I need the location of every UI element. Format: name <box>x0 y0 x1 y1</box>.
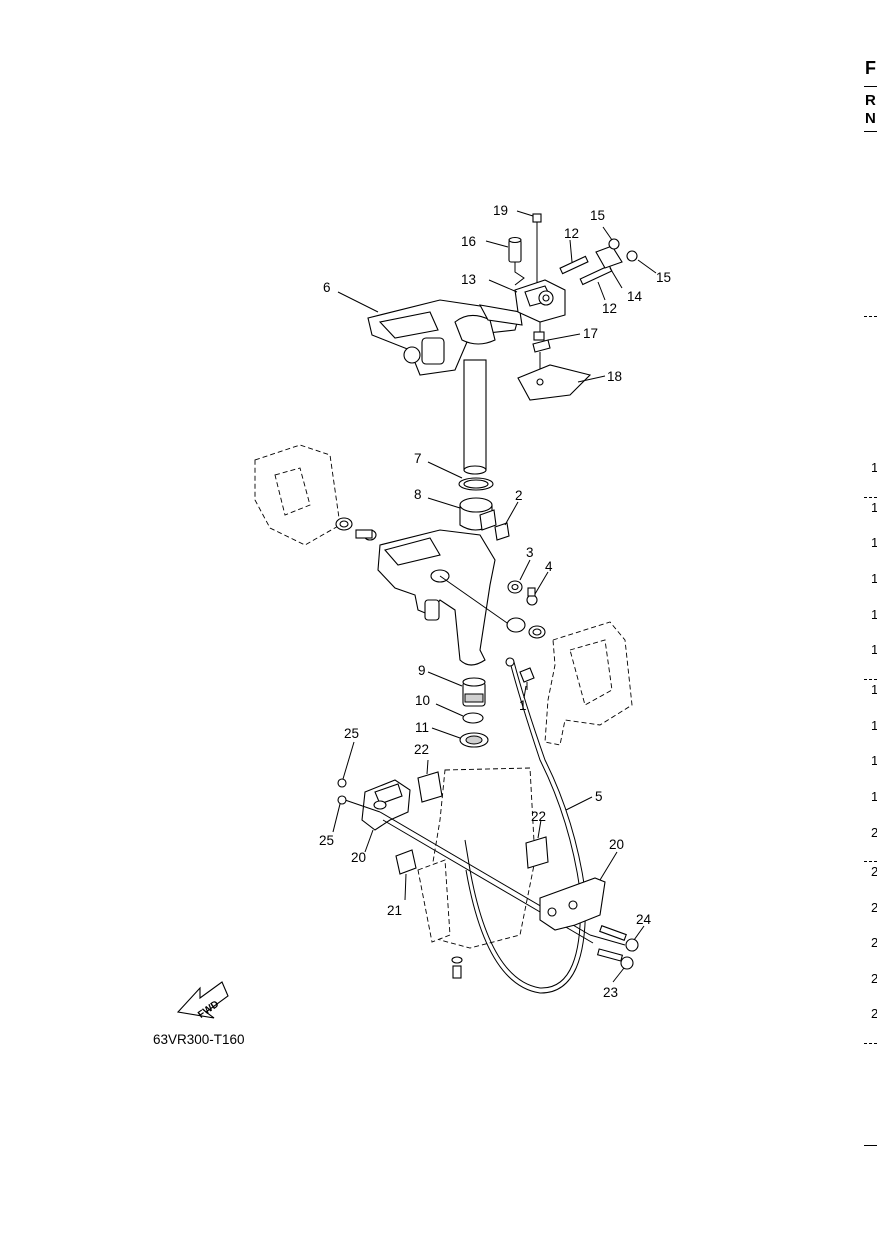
callout-15-right: 15 <box>656 270 671 285</box>
edge-rule-top <box>864 86 877 87</box>
figure-code: 63VR300-T160 <box>153 1032 245 1047</box>
edge-rule-dash-1 <box>864 316 877 317</box>
edge-digit: 1 <box>871 718 877 733</box>
callout-3: 3 <box>526 545 534 560</box>
edge-digit: 2 <box>871 1006 877 1021</box>
callout-20-right: 20 <box>609 837 624 852</box>
callout-4: 4 <box>545 559 553 574</box>
o-ring-10 <box>462 712 484 724</box>
callout-1: 1 <box>519 698 527 713</box>
edge-rule-bottom <box>864 1145 877 1146</box>
swivel-bracket <box>355 529 511 666</box>
bolt-16 <box>508 236 525 286</box>
edge-digit: 1 <box>871 753 877 768</box>
edge-digit: 1 <box>871 571 877 586</box>
edge-digit: 2 <box>871 935 877 950</box>
studs-12 <box>559 255 613 286</box>
fwd-arrow-icon: FWD <box>176 981 229 1021</box>
callout-8: 8 <box>414 487 422 502</box>
callout-10: 10 <box>415 693 430 708</box>
callout-23: 23 <box>603 985 618 1000</box>
callout-11: 11 <box>415 720 429 735</box>
lower-screw <box>451 956 463 979</box>
callout-22-right: 22 <box>531 809 546 824</box>
washer-17 <box>532 322 551 372</box>
callout-7: 7 <box>414 451 422 466</box>
edge-digit: 1 <box>871 460 877 475</box>
callout-5: 5 <box>595 789 603 804</box>
callout-18: 18 <box>607 369 622 384</box>
edge-digit: 1 <box>871 500 877 515</box>
edge-rule-header <box>864 131 877 132</box>
callout-25-lower: 25 <box>319 833 334 848</box>
callout-22-left: 22 <box>414 742 429 757</box>
left-clamp-bracket-dashed <box>254 444 353 546</box>
edge-digit: 2 <box>871 900 877 915</box>
callout-21: 21 <box>387 903 402 918</box>
washer-7 <box>458 477 494 491</box>
edge-digit: 1 <box>871 789 877 804</box>
callout-19: 19 <box>493 203 508 218</box>
edge-rule-dash-2 <box>864 497 877 498</box>
lower-mount-20-left <box>337 778 594 944</box>
callout-9: 9 <box>418 663 426 678</box>
callout-15-upper: 15 <box>590 208 605 223</box>
bolts-23-24 <box>596 925 639 970</box>
lower-case-dashed <box>417 767 536 949</box>
leader-lines <box>332 210 657 983</box>
callout-2: 2 <box>515 488 523 503</box>
bushing-8 <box>459 497 510 541</box>
edge-n-label: N <box>865 110 876 127</box>
callout-14: 14 <box>627 289 643 304</box>
callout-13: 13 <box>461 272 476 287</box>
edge-digit: 1 <box>871 607 877 622</box>
callout-24: 24 <box>636 912 652 927</box>
right-clamp-bracket-dashed <box>544 621 633 746</box>
edge-digit: 2 <box>871 864 877 879</box>
edge-digit: 2 <box>871 971 877 986</box>
lower-mount-20-right <box>539 877 626 946</box>
edge-rule-dash-5 <box>864 1043 877 1044</box>
plate-18 <box>517 364 592 401</box>
edge-digit: 1 <box>871 682 877 697</box>
steering-arm-6 <box>367 299 523 475</box>
callout-17: 17 <box>583 326 598 341</box>
callout-20-left: 20 <box>351 850 366 865</box>
callout-16: 16 <box>461 234 476 249</box>
callout-6: 6 <box>323 280 331 295</box>
edge-r-label: R <box>865 92 876 109</box>
bushing-9 <box>462 677 486 707</box>
rubber-22 <box>417 771 549 869</box>
rubber-21 <box>395 849 417 875</box>
callout-25-upper: 25 <box>344 726 359 741</box>
callout-12-upper: 12 <box>564 226 579 241</box>
callout-labels: 1 2 3 4 5 6 7 8 9 10 11 12 12 13 14 15 1… <box>319 203 671 1000</box>
edge-digit: 1 <box>871 535 877 550</box>
edge-rule-dash-4 <box>864 861 877 862</box>
bushing-right <box>506 617 546 639</box>
upper-fitting-13 <box>514 213 566 323</box>
callout-12-lower: 12 <box>602 301 617 316</box>
edge-rule-dash-3 <box>864 679 877 680</box>
seal-11 <box>459 732 489 748</box>
bushing-3-bolt-4 <box>507 580 538 606</box>
edge-digit: 1 <box>871 642 877 657</box>
plate-14-nuts-15 <box>595 238 638 269</box>
edge-digit: 2 <box>871 825 877 840</box>
edge-heading: F <box>865 58 876 78</box>
